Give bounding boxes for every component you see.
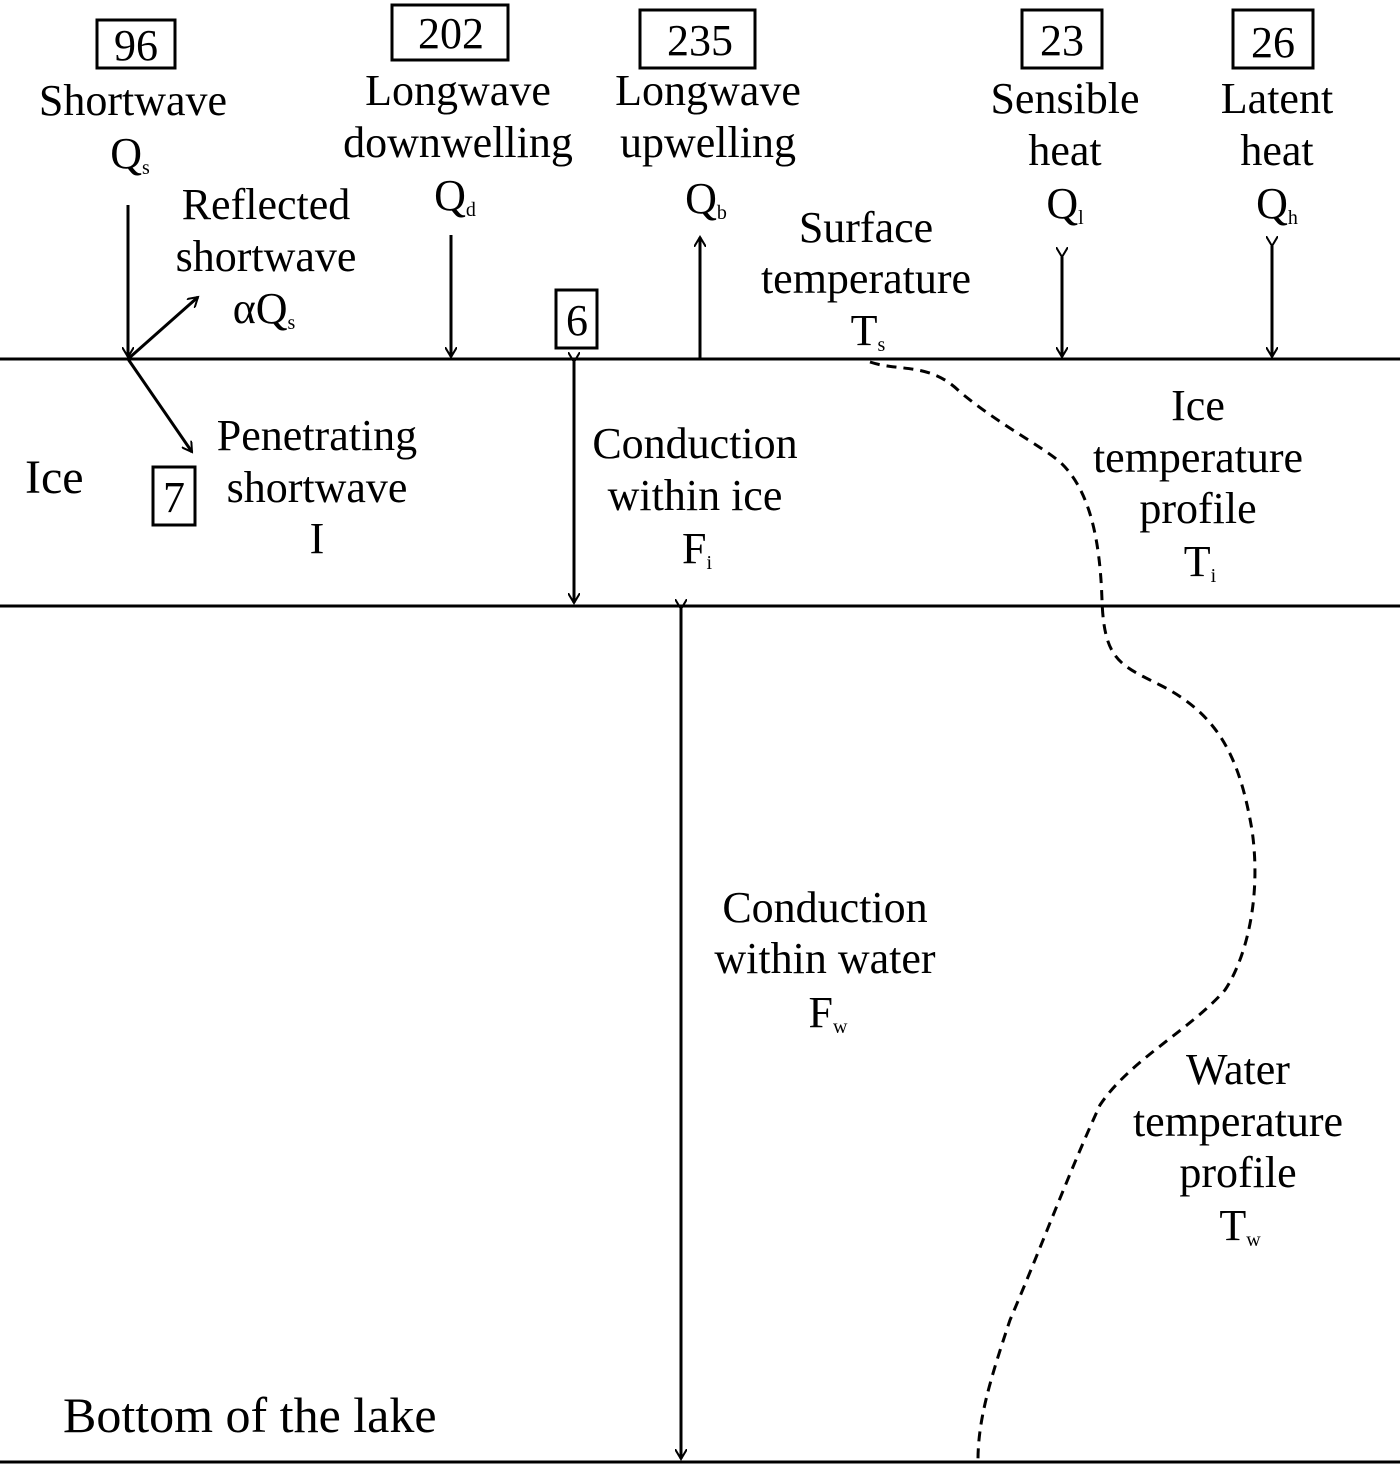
value-box-shortwave: 96: [95, 18, 177, 70]
label-line: Longwave: [365, 66, 551, 115]
label-line: within ice: [608, 471, 783, 520]
label-conduction-water: Conduction within water Fw: [714, 883, 936, 1038]
label-latent: Latent heat Qh: [1221, 74, 1333, 229]
label-line: shortwave: [176, 232, 357, 281]
label-line: Latent: [1221, 74, 1333, 123]
label-line: profile: [1179, 1148, 1296, 1197]
label-symbol: Ti: [1184, 537, 1217, 587]
label-line: Penetrating: [217, 411, 417, 460]
label-symbol: I: [310, 514, 325, 563]
temperature-profile-curve: [869, 360, 1257, 1461]
label-line: heat: [1028, 126, 1101, 175]
label-line: upwelling: [620, 118, 796, 167]
label-line: shortwave: [227, 463, 408, 512]
label-line: Water: [1186, 1045, 1290, 1094]
label-ice-profile: Ice temperature profile Ti: [1093, 381, 1303, 587]
value-penetrating: 7: [163, 473, 185, 522]
label-symbol: Ts: [851, 306, 886, 356]
label-line: temperature: [1093, 433, 1303, 482]
label-line: heat: [1240, 126, 1313, 175]
label-line: Ice: [1171, 381, 1225, 430]
label-symbol: Fi: [682, 524, 712, 574]
label-shortwave: Shortwave Qs: [39, 76, 227, 179]
value-longwave-up: 235: [667, 16, 733, 65]
label-longwave-up: Longwave upwelling Qb: [615, 66, 801, 224]
label-line: within water: [714, 934, 936, 983]
label-symbol: αQs: [233, 284, 296, 334]
value-longwave-down: 202: [418, 9, 484, 58]
value-box-penetrating: 7: [151, 465, 197, 527]
value-box-latent: 26: [1231, 8, 1315, 70]
label-line: Reflected: [182, 180, 351, 229]
label-line: downwelling: [343, 118, 573, 167]
label-line: temperature: [1133, 1097, 1343, 1146]
label-surface-temperature: Surface temperature Ts: [761, 203, 971, 356]
penetrating-shortwave-arrow: [126, 358, 194, 452]
value-conduction-ice: 6: [566, 296, 588, 345]
value-box-conduction-ice: 6: [554, 288, 599, 350]
value-sensible: 23: [1040, 16, 1084, 65]
lake-bottom-label: Bottom of the lake: [63, 1387, 437, 1443]
label-line: Surface: [799, 203, 933, 252]
label-line: Shortwave: [39, 76, 227, 125]
label-sensible: Sensible heat Ql: [990, 74, 1139, 229]
label-symbol: Qd: [434, 171, 476, 221]
value-latent: 26: [1251, 18, 1295, 67]
label-symbol: Qs: [110, 129, 150, 179]
label-penetrating: Penetrating shortwave I: [217, 411, 417, 563]
label-line: Conduction: [722, 883, 927, 932]
value-shortwave: 96: [114, 21, 158, 70]
label-conduction-ice: Conduction within ice Fi: [592, 419, 797, 574]
value-box-longwave-up: 235: [638, 8, 757, 70]
value-box-longwave-down: 202: [390, 3, 510, 62]
label-symbol: Qb: [685, 174, 727, 224]
label-line: Longwave: [615, 66, 801, 115]
label-symbol: Ql: [1046, 179, 1084, 229]
label-symbol: Tw: [1219, 1201, 1261, 1251]
value-box-sensible: 23: [1020, 8, 1104, 70]
reflected-shortwave-arrow: [127, 297, 198, 361]
label-water-profile: Water temperature profile Tw: [1133, 1045, 1343, 1251]
ice-layer-label: Ice: [25, 451, 84, 504]
label-longwave-down: Longwave downwelling Qd: [343, 66, 573, 221]
label-line: temperature: [761, 254, 971, 303]
label-symbol: Fw: [809, 988, 848, 1038]
label-line: Conduction: [592, 419, 797, 468]
label-line: profile: [1139, 484, 1256, 533]
label-line: Sensible: [990, 74, 1139, 123]
label-symbol: Qh: [1256, 179, 1298, 229]
label-reflected: Reflected shortwave αQs: [176, 180, 357, 334]
